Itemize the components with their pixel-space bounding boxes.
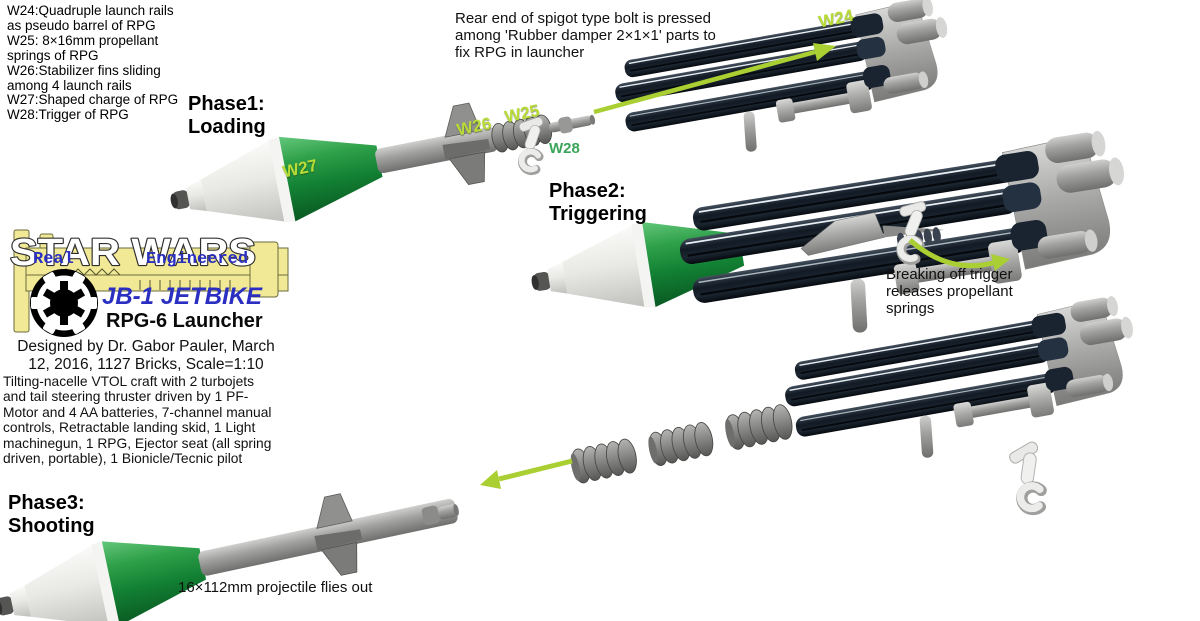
logo-description: Tilting-nacelle VTOL craft with 2 turboj…	[3, 374, 272, 467]
logo-tagline-real: Real	[33, 250, 74, 269]
trigger-annotation: Breaking off trigger releases propellant…	[886, 266, 1013, 317]
broken-trigger-model	[1007, 440, 1046, 512]
logo-model-name: JB-1 JETBIKE	[102, 283, 263, 310]
logo-graphic: STAR WARS	[9, 229, 289, 337]
phase3-springs	[567, 402, 796, 486]
phase3-projectile-model	[0, 493, 459, 621]
trigger-arrow-icon	[908, 238, 1010, 271]
loading-arrow-icon	[593, 43, 836, 115]
phase1-label: Phase1: Loading	[188, 93, 266, 138]
projectile-annotation: 16×112mm projectile flies out	[178, 579, 373, 596]
parts-legend: W24:Quadruple launch rails as pseudo bar…	[7, 3, 179, 123]
label-w28: W28	[549, 140, 580, 157]
phase3-launcher-model	[777, 292, 1150, 482]
phase2-label: Phase2: Triggering	[549, 180, 647, 225]
phase3-label: Phase3: Shooting	[8, 492, 95, 537]
logo-credits: Designed by Dr. Gabor Pauler, March 12, …	[17, 338, 275, 373]
star-wars-title: STAR WARS	[10, 232, 256, 274]
logo-subtitle: RPG-6 Launcher	[106, 310, 263, 332]
imperial-emblem-icon	[30, 269, 98, 337]
spigot-annotation: Rear end of spigot type bolt is pressed …	[455, 10, 716, 61]
logo-tagline-engineered: Engineered	[146, 250, 249, 269]
shooting-arrow-icon	[480, 458, 573, 489]
